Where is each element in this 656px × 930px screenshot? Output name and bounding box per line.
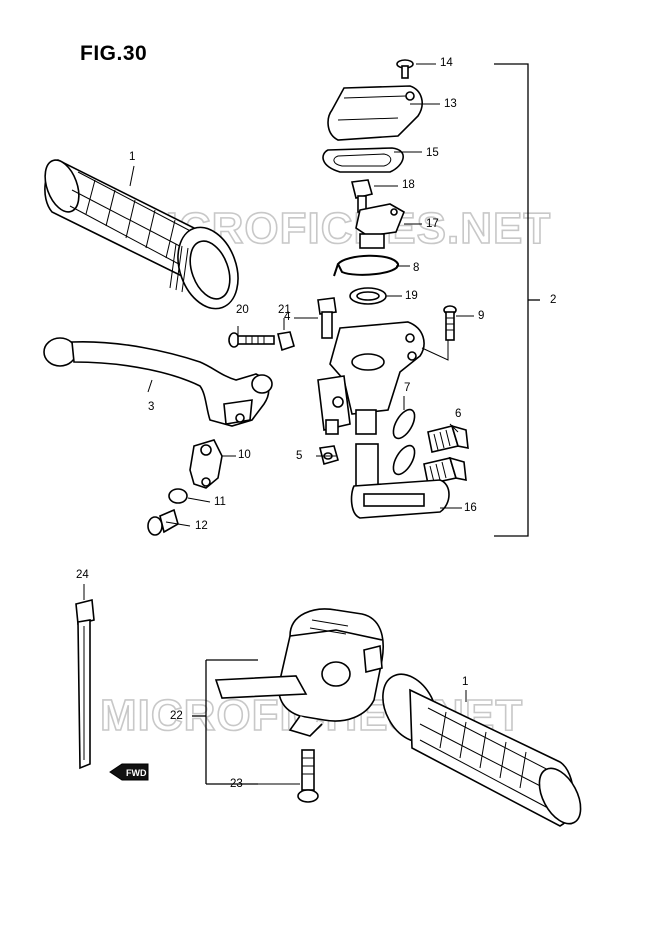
screw-23	[297, 749, 319, 803]
callout-19: 19	[405, 290, 418, 302]
washer-19	[349, 287, 387, 305]
cover-13	[327, 85, 423, 141]
figure-title: FIG.30	[80, 42, 148, 65]
callout-12: 12	[195, 520, 208, 532]
cam-17	[355, 203, 406, 249]
callout-20: 20	[236, 304, 249, 316]
lever-bracket	[317, 321, 425, 435]
callout-17: 17	[426, 218, 439, 230]
bolt-12	[147, 508, 179, 536]
callout-13: 13	[444, 98, 457, 110]
nut-11	[168, 488, 188, 504]
pivot-bolt-4	[317, 297, 337, 339]
callout-14: 14	[440, 57, 453, 69]
callout-11: 11	[214, 496, 226, 508]
bolt-18	[351, 179, 373, 213]
callout-5: 5	[296, 450, 303, 462]
nut-21	[277, 331, 295, 352]
callout-1-left: 1	[129, 151, 136, 163]
bolts-6	[423, 424, 469, 485]
bracket-line-22	[192, 659, 258, 785]
callout-22: 22	[170, 710, 183, 722]
bracket-line-2	[494, 63, 540, 537]
callout-7: 7	[404, 382, 411, 394]
spring-8	[333, 254, 399, 277]
callout-18: 18	[402, 179, 415, 191]
callout-2: 2	[550, 294, 557, 306]
callout-16: 16	[464, 502, 477, 514]
callout-6: 6	[455, 408, 462, 420]
clutch-lever	[43, 337, 273, 427]
callout-23: 23	[230, 778, 243, 790]
callout-10: 10	[238, 449, 251, 461]
switch-assy-22	[214, 608, 384, 737]
screw-9	[443, 305, 457, 341]
callout-4: 4	[284, 311, 291, 323]
callout-24: 24	[76, 569, 89, 581]
leader-lines	[83, 63, 474, 785]
adjuster-7	[392, 408, 416, 476]
callout-21: 21	[278, 304, 291, 316]
nut-5	[319, 445, 339, 465]
fwd-arrow: FWD	[109, 763, 149, 781]
screw-14	[396, 59, 414, 79]
bolt-20	[228, 332, 275, 348]
bracket-16	[350, 443, 450, 519]
callout-9: 9	[478, 310, 485, 322]
fwd-label: FWD	[126, 768, 147, 778]
lever-holder-10	[189, 439, 223, 489]
callout-8: 8	[413, 262, 420, 274]
callout-1-right: 1	[462, 676, 469, 688]
callout-15: 15	[426, 147, 439, 159]
gasket-15	[322, 147, 404, 173]
callout-3: 3	[148, 401, 155, 413]
grip-left	[44, 159, 239, 310]
cable-tie-24	[75, 598, 95, 770]
grip-right	[382, 673, 582, 827]
